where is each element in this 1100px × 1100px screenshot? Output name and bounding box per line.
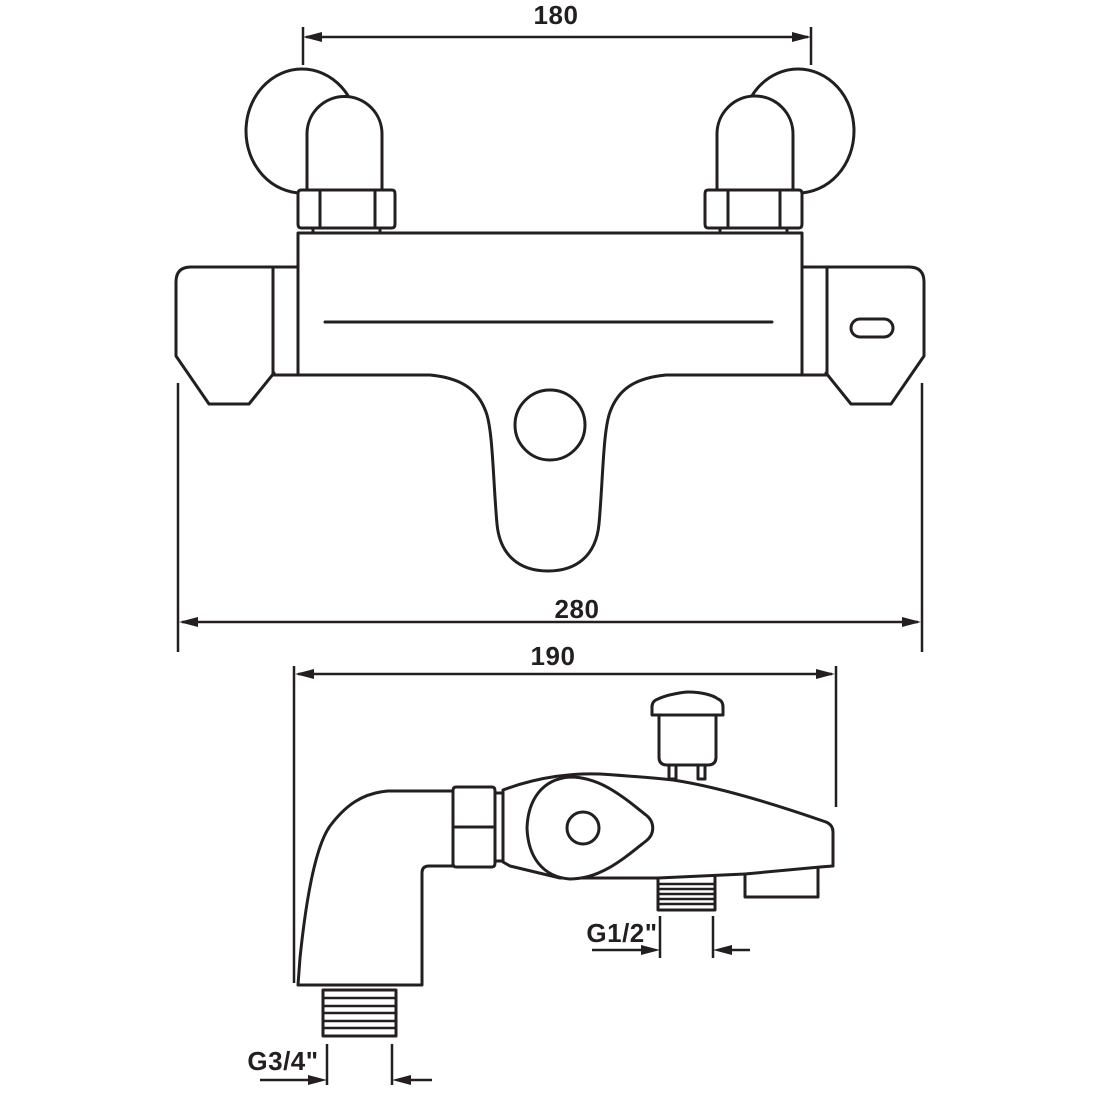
callout-g12: G1/2" (586, 916, 750, 958)
diverter-stem (657, 713, 718, 767)
arrowhead-left-icon (392, 1075, 411, 1085)
diverter-leg (667, 763, 678, 781)
control-handle-right (800, 265, 926, 406)
dim-label-overall-width: 280 (555, 594, 600, 624)
wall-union-left (244, 67, 397, 236)
dim-overall-width: 280 (176, 383, 924, 652)
wall-union-right (703, 67, 856, 236)
bath-connector-thread (321, 988, 398, 1038)
arrowhead-right-icon (641, 945, 660, 955)
mixer-body-and-spout (296, 231, 804, 573)
front-view: 180 (174, 0, 926, 652)
arrowhead-left-icon (713, 945, 732, 955)
thread-label-g34: G3/4" (247, 1046, 318, 1076)
union-hex-nut (296, 188, 397, 230)
control-handle-left (174, 265, 300, 406)
dim-label-overall-depth: 190 (531, 641, 576, 671)
shower-elbow (296, 789, 455, 987)
diverter-knob (650, 690, 725, 781)
union-dome (305, 95, 384, 197)
handle-outline (174, 265, 300, 406)
union-hex-nut (703, 188, 804, 230)
hose-outlet-thread (656, 874, 717, 912)
dim-union-spacing: 180 (301, 0, 813, 65)
callout-g34: G3/4" (247, 1044, 432, 1085)
thread-label-g12: G1/2" (586, 918, 657, 948)
dim-label-union-spacing: 180 (534, 0, 579, 30)
arrowhead-right-icon (792, 32, 811, 42)
arrowhead-right-icon (816, 669, 835, 679)
spout-outlet-hole (513, 388, 587, 462)
handle-outline (800, 265, 926, 406)
spout-outlet-block (743, 866, 820, 899)
arrowhead-left-icon (179, 617, 198, 627)
arrowhead-left-icon (295, 669, 314, 679)
arrowhead-left-icon (303, 32, 322, 42)
union-dome (715, 94, 795, 197)
handle-side-profile (525, 775, 655, 881)
diverter-cap (650, 690, 725, 717)
handle-indicator-slot (849, 317, 895, 339)
arrowhead-right-icon (902, 617, 921, 627)
handle-center-dot (565, 810, 601, 846)
side-view: 190 (247, 641, 838, 1085)
diverter-leg (696, 763, 707, 781)
dim-overall-depth: 190 (292, 641, 838, 983)
arrowhead-right-icon (308, 1075, 327, 1085)
